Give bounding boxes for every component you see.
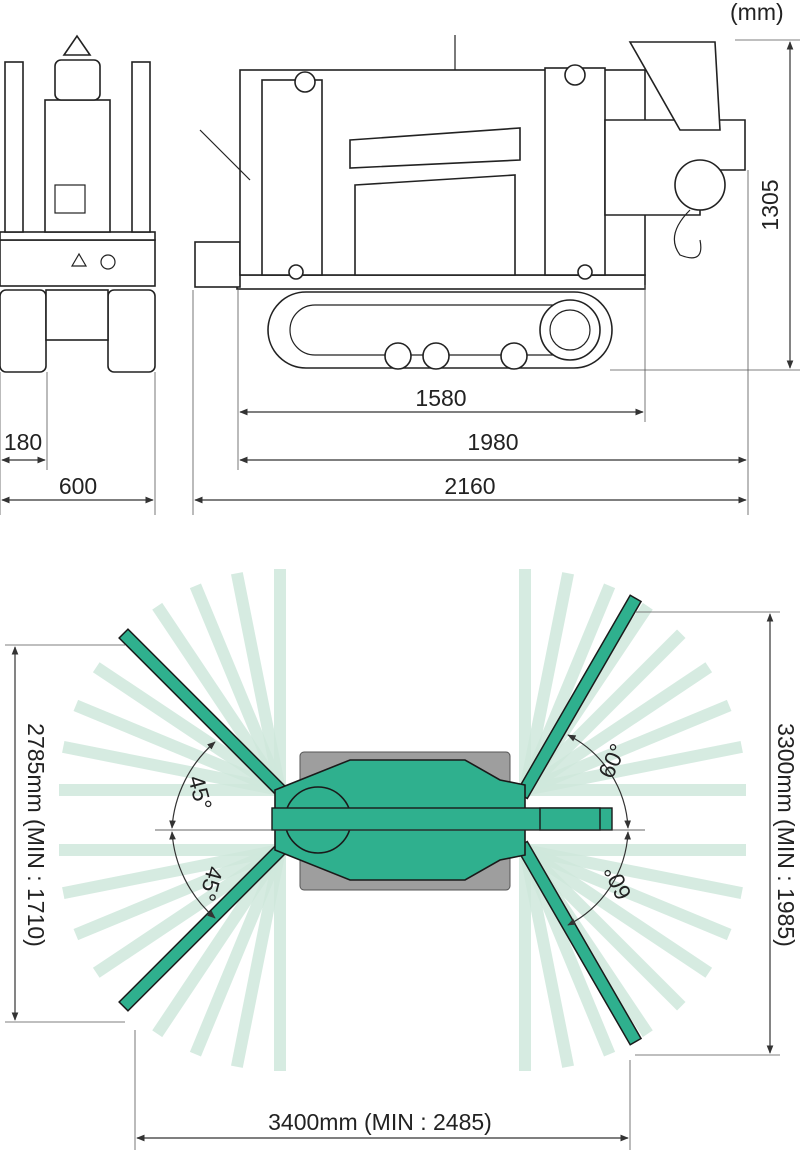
crawler-length-label: 1980 — [467, 429, 518, 455]
outrigger-ghost — [189, 842, 288, 1057]
track-width-label: 180 — [4, 429, 42, 455]
outrigger-ghost — [189, 583, 288, 798]
height-dimension: 1305 — [610, 39, 800, 371]
outrigger-ghost — [231, 572, 288, 798]
overall-width-label: 600 — [59, 473, 97, 499]
right-span-label: 3300mm (MIN : 1985) — [773, 723, 799, 947]
outrigger-arm — [120, 842, 288, 1010]
height-label: 1305 — [757, 179, 783, 230]
units-label: (mm) — [730, 0, 784, 25]
side-view-drawing — [194, 35, 746, 370]
outrigger-ghost — [516, 841, 686, 1011]
outriggers — [118, 594, 643, 1046]
overall-length-label: 2160 — [444, 473, 495, 499]
outrigger-arm — [517, 842, 641, 1044]
width-span-label: 3400mm (MIN : 2485) — [268, 1109, 492, 1135]
outrigger-ghost — [517, 842, 574, 1068]
front-view-drawing — [0, 34, 156, 373]
outrigger-ghost — [517, 572, 574, 798]
outrigger-ghost — [516, 662, 713, 799]
outrigger-arm — [120, 630, 288, 798]
outrigger-ghost — [231, 842, 288, 1068]
track-pivot-length-label: 1580 — [415, 385, 466, 411]
outrigger-ghost — [516, 629, 686, 799]
left-span-label: 2785mm (MIN : 1710) — [23, 723, 49, 947]
outrigger-arm — [517, 596, 641, 798]
